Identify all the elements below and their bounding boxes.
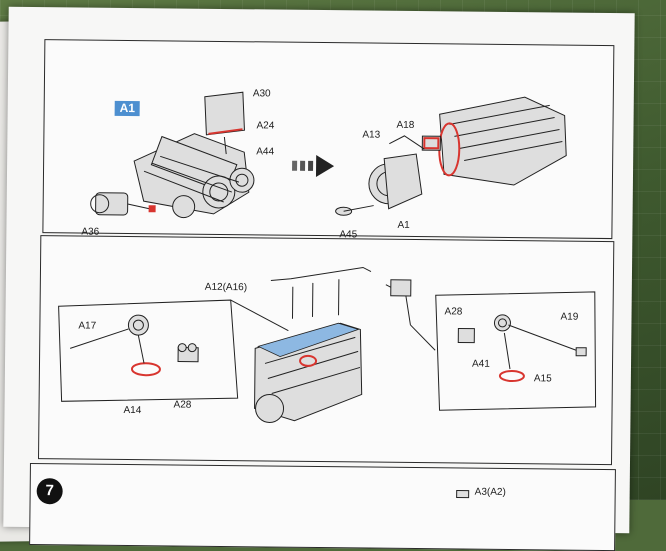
part-label-a14: A14 <box>123 404 142 417</box>
engine-diagram-top <box>90 91 567 219</box>
part-label-a41: A41 <box>471 358 490 370</box>
assembly-step-panel-bottom: 7 A3(A2) <box>29 462 616 551</box>
part-label-a1: A1 <box>397 219 410 231</box>
engine-block-right <box>335 96 567 216</box>
part-label-a15: A15 <box>533 373 552 385</box>
part-label-a28-right: A28 <box>444 306 463 318</box>
assembly-step-panel-top: A1 <box>42 39 615 240</box>
assembly-step-panel-middle: A12(A16) A17 A14 A28 A28 A19 A41 A15 <box>38 235 615 466</box>
part-label-a30: A30 <box>252 88 271 100</box>
part-label-a44: A44 <box>256 146 275 158</box>
part-label-a12-a16: A12(A16) <box>204 281 248 294</box>
part-sketch-bottom <box>456 489 470 499</box>
part-label-a13: A13 <box>362 129 381 141</box>
assembly-arrow-icon <box>292 154 335 177</box>
part-label-a17: A17 <box>78 320 97 332</box>
engine-diagram-middle <box>58 266 597 423</box>
detail-box-left <box>58 299 289 402</box>
detail-box-right <box>410 291 597 411</box>
part-label-a28-left: A28 <box>173 399 192 411</box>
engine-block-left <box>90 91 255 219</box>
part-label-a19: A19 <box>560 311 579 323</box>
part-label-a3-a2: A3(A2) <box>474 486 506 498</box>
engine-block-center <box>254 266 412 423</box>
part-label-a24: A24 <box>256 120 275 132</box>
instruction-page: A1 <box>3 6 635 551</box>
part-label-a18: A18 <box>396 119 415 131</box>
